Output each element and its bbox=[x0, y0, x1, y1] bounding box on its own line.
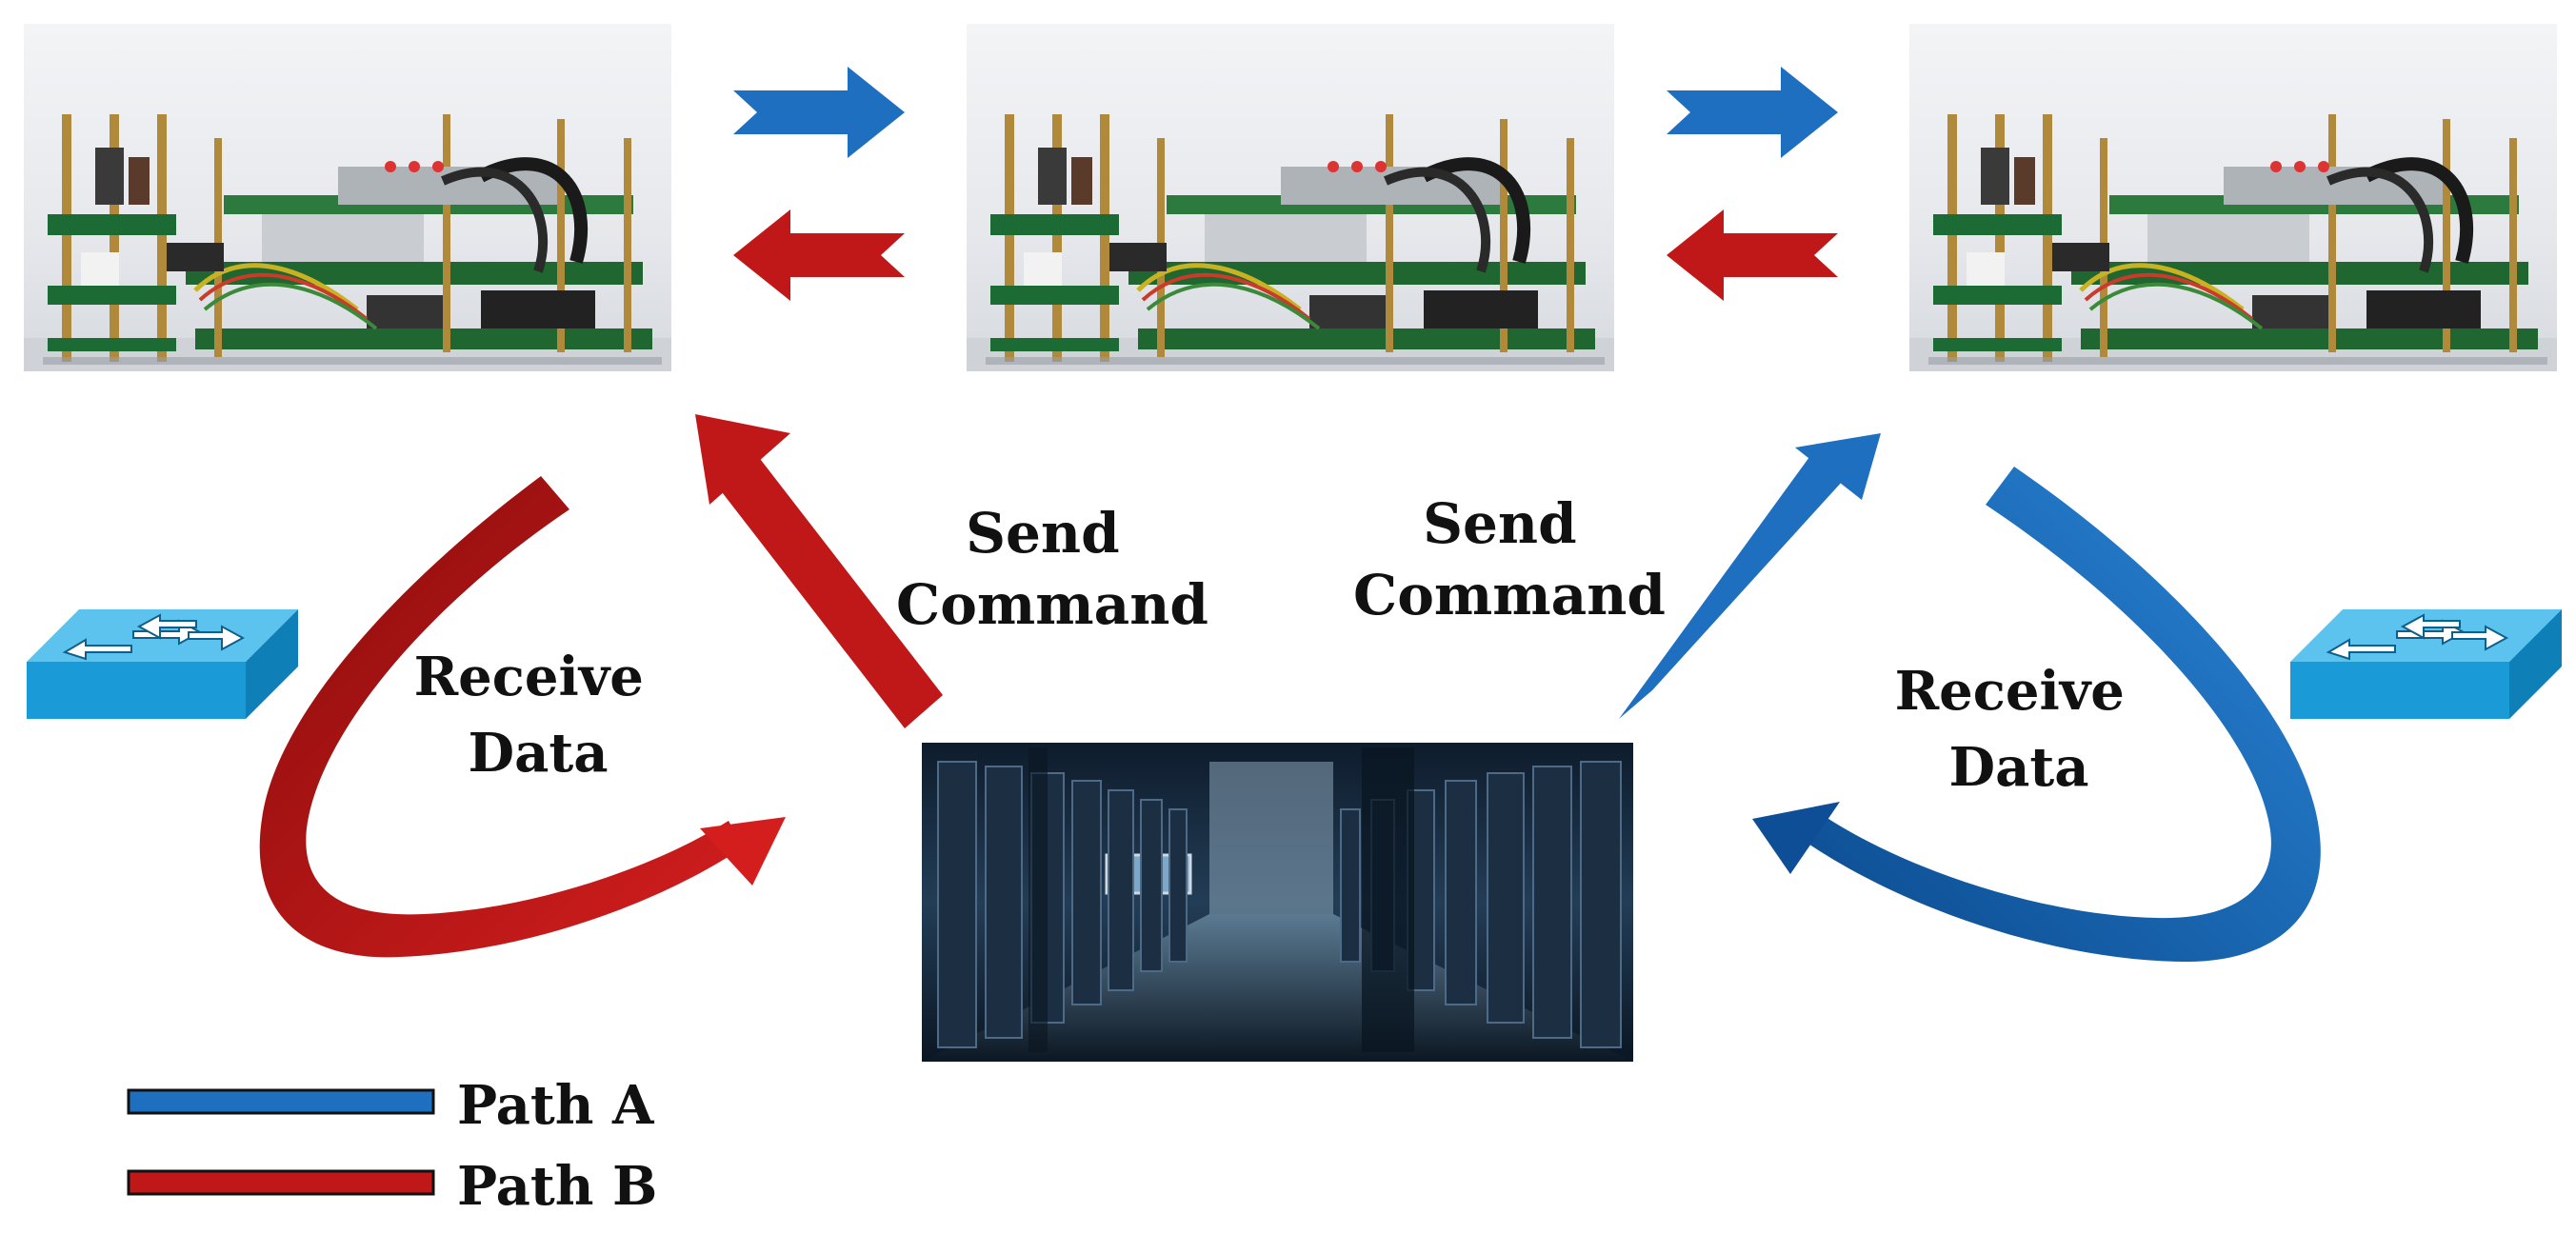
send-command-label-right-line2: Command bbox=[1353, 563, 1666, 627]
network-switch-icon-right bbox=[2289, 608, 2563, 720]
board-photo-left bbox=[24, 24, 671, 371]
red-left-arrow-icon bbox=[733, 209, 905, 301]
send-command-label-left-line2: Command bbox=[896, 572, 1208, 637]
blue-right-arrow-icon bbox=[1667, 67, 1838, 158]
legend-label-path-b: Path B bbox=[457, 1155, 657, 1218]
horizontal-arrows-left bbox=[733, 67, 905, 301]
send-command-label-left-line1: Send bbox=[966, 501, 1120, 566]
board-photo-center bbox=[967, 24, 1614, 371]
board-photo-right bbox=[1909, 24, 2557, 371]
send-command-label-right: Send Command bbox=[1353, 491, 1666, 627]
receive-data-label-left-line2: Data bbox=[469, 722, 609, 785]
blue-right-arrow-icon bbox=[733, 67, 905, 158]
receive-data-label-right: Receive Data bbox=[1895, 660, 2144, 799]
receive-data-label-left-line1: Receive bbox=[414, 646, 644, 708]
receive-data-label-left: Receive Data bbox=[414, 646, 663, 785]
receive-data-arrow-path-b bbox=[259, 476, 786, 958]
legend-swatch-path-b bbox=[127, 1169, 435, 1196]
network-switch-icon-left bbox=[26, 608, 299, 720]
legend-label-path-a: Path A bbox=[457, 1074, 655, 1137]
red-left-arrow-icon bbox=[1667, 209, 1838, 301]
legend: Path A Path B bbox=[127, 1074, 657, 1218]
legend-item-path-b: Path B bbox=[127, 1155, 657, 1218]
receive-data-arrow-path-a bbox=[1752, 467, 2321, 963]
send-command-arrow-path-a bbox=[1619, 433, 1881, 719]
horizontal-arrows-right bbox=[1667, 67, 1838, 301]
server-room-photo bbox=[922, 743, 1633, 1062]
legend-item-path-a: Path A bbox=[127, 1074, 655, 1137]
send-command-arrow-path-b bbox=[695, 414, 943, 728]
receive-data-label-right-line2: Data bbox=[1949, 736, 2089, 799]
send-command-label-left: Send Command bbox=[896, 501, 1208, 637]
receive-data-label-right-line1: Receive bbox=[1895, 660, 2125, 723]
legend-swatch-path-a bbox=[127, 1088, 435, 1115]
send-command-label-right-line1: Send bbox=[1423, 491, 1577, 556]
